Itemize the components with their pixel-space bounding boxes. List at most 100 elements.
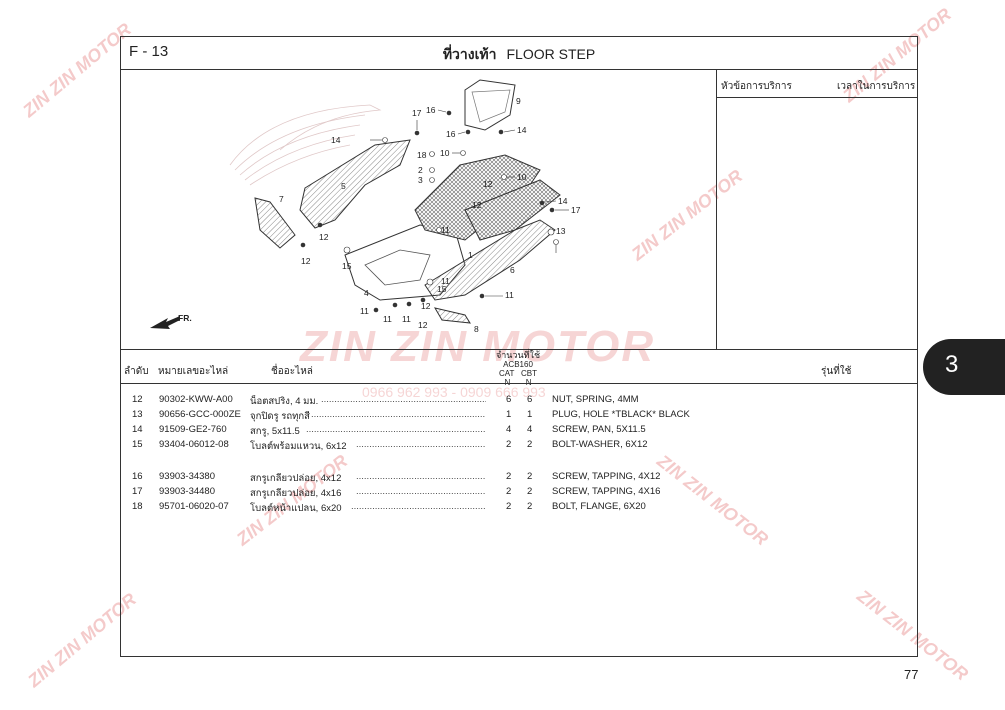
- row-name-th: จุกปิดรู รถทุกสี: [250, 411, 310, 422]
- callout-11d: 11: [383, 314, 392, 324]
- part-7-left-cover: [254, 197, 296, 249]
- callout-12e: 12: [421, 301, 431, 311]
- row-qty-cbt: 1: [527, 409, 533, 420]
- callout-6: 6: [510, 265, 515, 275]
- row-qty-cat: 2: [506, 471, 512, 482]
- row-no: 14: [132, 424, 143, 435]
- row-name-en: BOLT, FLANGE, 6X20: [552, 501, 646, 512]
- row-no: 15: [132, 439, 143, 450]
- service-header-divider: [716, 97, 917, 98]
- row-leader-dots: ........................................…: [321, 394, 486, 405]
- callout-11e: 11: [402, 314, 411, 324]
- part-1-floor-step-right: [464, 179, 561, 241]
- table-row: 13 90656-GCC-000ZE จุกปิดรู รถทุกสี ....…: [121, 409, 721, 423]
- part-9-top-cover: [464, 79, 516, 131]
- service-time-label: เวลาในการบริการ: [837, 81, 916, 92]
- row-name-th: โบลต์พร้อมแหวน, 6x12: [250, 441, 347, 452]
- callout-17: 17: [412, 108, 422, 118]
- table-row: 12 90302-KWW-A00 น็อตสปริง, 4 มม. ......…: [121, 394, 721, 408]
- col-header-qty: จำนวนที่ใช้ ACB160 CAT CBT N N: [493, 350, 543, 388]
- row-name-en: PLUG, HOLE *TBLACK* BLACK: [552, 409, 690, 420]
- table-row: 16 93903-34380 สกรูเกลียวปล่อย, 4x12 ...…: [121, 471, 721, 485]
- qty-label: จำนวนที่ใช้: [495, 350, 541, 360]
- callout-5: 5: [341, 181, 346, 191]
- row-part-no: 93903-34480: [159, 486, 215, 497]
- part-8-lower-trim: [433, 307, 471, 324]
- table-row: 14 91509-GE2-760 สกรู, 5x11.5 ..........…: [121, 424, 721, 438]
- row-name-th: สกรูเกลียวปล่อย, 4x16: [250, 488, 342, 499]
- callout-4: 4: [364, 288, 369, 298]
- row-qty-cat: 2: [506, 486, 512, 497]
- front-direction-arrow: FR.: [150, 313, 192, 329]
- row-no: 17: [132, 486, 143, 497]
- section-tab: 3: [923, 339, 1005, 395]
- callout-3: 3: [418, 175, 423, 185]
- callout-11f: 11: [505, 290, 514, 300]
- callout-17b: 17: [571, 205, 581, 215]
- leader-lines: [300, 109, 569, 313]
- callout-2: 2: [418, 165, 423, 175]
- header-divider: [121, 69, 917, 70]
- row-name-th: โบลต์หน้าแปลน, 6x20: [250, 503, 342, 514]
- qty-cat: CAT: [498, 369, 515, 378]
- qty-n2: N: [525, 378, 532, 387]
- section-code: F - 13: [129, 43, 169, 60]
- row-leader-dots: ........................................…: [306, 424, 486, 435]
- callout-15b: 15: [437, 284, 447, 294]
- callout-16: 16: [426, 105, 436, 115]
- table-row: 18 95701-06020-07 โบลต์หน้าแปลน, 6x20 ..…: [121, 501, 721, 515]
- col-header-no: ลำดับ: [124, 366, 149, 377]
- callout-11b: 11: [441, 276, 450, 286]
- callout-14: 14: [331, 135, 341, 145]
- row-name-th: น็อตสปริง, 4 มม.: [250, 396, 319, 407]
- qty-variants: CAT CBT: [493, 369, 543, 378]
- callout-9: 9: [516, 96, 521, 106]
- callout-15: 15: [342, 261, 352, 271]
- callout-12c: 12: [483, 179, 493, 189]
- watermark-brand: ZIN ZIN MOTOR: [19, 19, 136, 122]
- callout-7: 7: [279, 194, 284, 204]
- row-no: 13: [132, 409, 143, 420]
- row-qty-cat: 2: [506, 501, 512, 512]
- row-qty-cbt: 2: [527, 439, 533, 450]
- qty-model: ACB160: [503, 360, 533, 369]
- callout-12d: 12: [472, 200, 482, 210]
- row-qty-cat: 1: [506, 409, 512, 420]
- callout-10b: 10: [517, 172, 527, 182]
- row-no: 12: [132, 394, 143, 405]
- row-qty-cat: 4: [506, 424, 512, 435]
- callout-1: 1: [468, 250, 473, 260]
- row-name-en: SCREW, TAPPING, 4X12: [552, 471, 661, 482]
- qty-cbt: CBT: [521, 369, 538, 378]
- col-header-model: รุ่นที่ใช้: [821, 366, 852, 377]
- row-leader-dots: ........................................…: [311, 409, 486, 420]
- row-no: 16: [132, 471, 143, 482]
- part-6-under-cover: [424, 219, 556, 301]
- row-name-en: SCREW, TAPPING, 4X16: [552, 486, 661, 497]
- row-leader-dots: ........................................…: [351, 501, 486, 512]
- row-name-th: สกรูเกลียวปล่อย, 4x12: [250, 473, 342, 484]
- page-number: 77: [904, 667, 919, 682]
- row-qty-cbt: 6: [527, 394, 533, 405]
- section-tab-number: 3: [945, 351, 959, 378]
- col-header-part-no: หมายเลขอะไหล่: [158, 366, 229, 377]
- row-qty-cat: 2: [506, 439, 512, 450]
- row-part-no: 95701-06020-07: [159, 501, 229, 512]
- row-qty-cbt: 2: [527, 486, 533, 497]
- row-leader-dots: ........................................…: [356, 439, 486, 450]
- qty-variant-codes: N N: [493, 378, 543, 387]
- table-top-divider: [121, 349, 917, 350]
- callout-8: 8: [474, 324, 479, 334]
- row-part-no: 93404-06012-08: [159, 439, 229, 450]
- callout-12b: 12: [301, 256, 311, 266]
- callout-14c: 14: [558, 196, 568, 206]
- diagram-service-divider: [716, 69, 717, 349]
- row-qty-cbt: 2: [527, 471, 533, 482]
- callout-12: 12: [319, 232, 329, 242]
- callout-11c: 11: [360, 306, 369, 316]
- table-row: 17 93903-34480 สกรูเกลียวปล่อย, 4x16 ...…: [121, 486, 721, 500]
- callout-12f: 12: [418, 320, 428, 330]
- row-name-en: NUT, SPRING, 4MM: [552, 394, 639, 405]
